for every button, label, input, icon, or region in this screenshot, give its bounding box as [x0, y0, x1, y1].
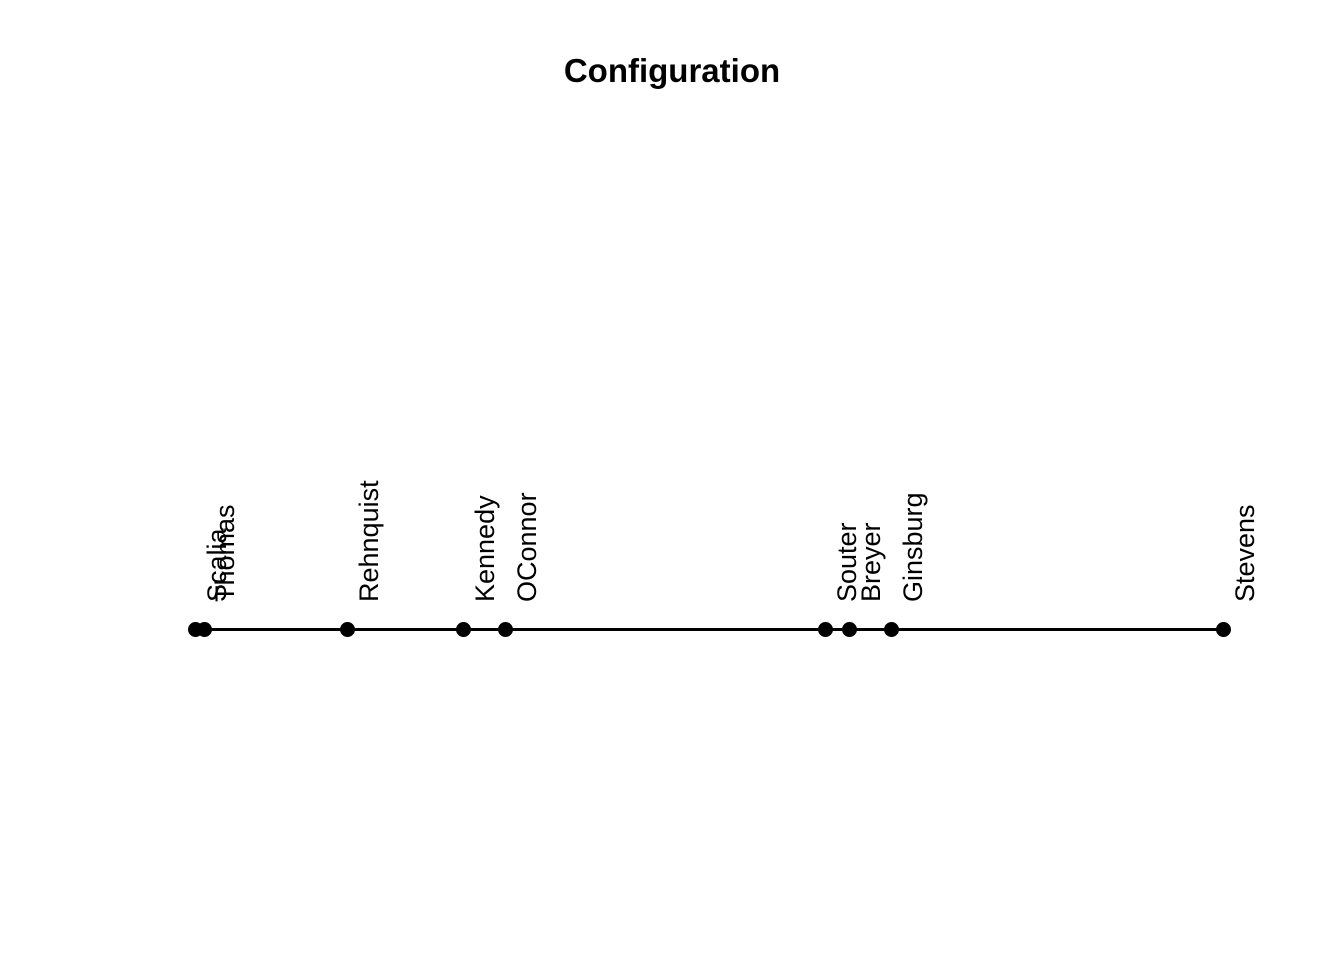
config-point-ginsburg: [883, 621, 899, 637]
config-point-thomas: [196, 621, 212, 637]
point-label-ginsburg: Ginsburg: [898, 492, 928, 602]
point-label-breyer: Breyer: [856, 522, 886, 602]
plot-title: Configuration: [563, 52, 781, 89]
config-point-breyer: [841, 621, 857, 637]
point-label-kennedy: Kennedy: [470, 495, 500, 602]
configuration-axis-line: [194, 628, 1223, 631]
config-point-stevens: [1215, 621, 1231, 637]
point-label-rehnquist: Rehnquist: [354, 480, 384, 602]
config-point-oconnor: [497, 621, 513, 637]
config-point-kennedy: [455, 621, 471, 637]
config-point-souter: [817, 621, 833, 637]
point-label-oconnor: OConnor: [512, 492, 542, 602]
point-label-stevens: Stevens: [1230, 504, 1260, 602]
config-point-rehnquist: [339, 621, 355, 637]
point-label-thomas: Thomas: [210, 504, 240, 602]
